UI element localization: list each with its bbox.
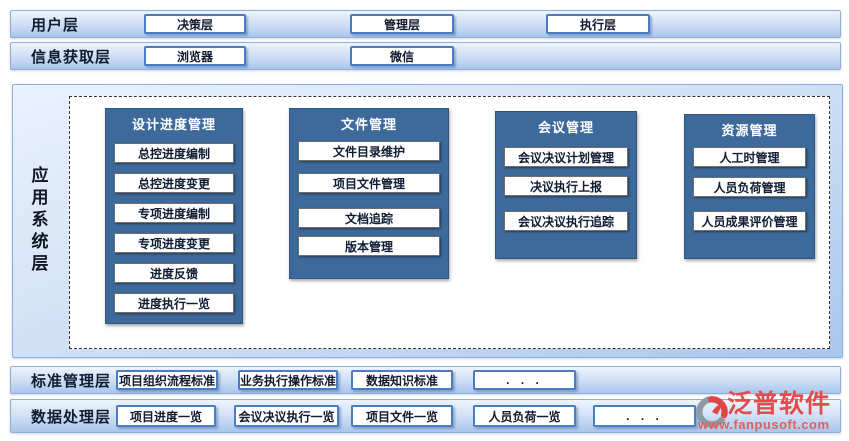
module-item[interactable]: 会议决议执行追踪	[504, 211, 628, 231]
column-title: 文件管理	[340, 117, 397, 132]
standard-button-project-process[interactable]: 项目组织流程标准	[116, 370, 218, 390]
module-column-meeting-management: 会议管理 会议决议计划管理 决议执行上报 会议决议执行追踪	[495, 111, 637, 259]
module-item[interactable]: 文档追踪	[298, 208, 440, 228]
module-item[interactable]: 进度反馈	[114, 263, 234, 283]
user-layer-label: 用户层	[31, 16, 80, 34]
info-layer-button-wechat[interactable]: 微信	[350, 46, 454, 66]
user-layer-button-execution[interactable]: 执行层	[546, 14, 650, 34]
module-item[interactable]: 会议决议计划管理	[504, 147, 628, 167]
module-item[interactable]: 专项进度编制	[114, 203, 234, 223]
fanpusoft-logo-icon	[696, 396, 728, 428]
info-layer-label: 信息获取层	[31, 48, 112, 66]
column-title: 资源管理	[721, 123, 778, 138]
column-title: 会议管理	[537, 120, 594, 135]
module-item[interactable]: 人员负荷管理	[693, 177, 806, 197]
data-button-project-progress[interactable]: 项目进度一览	[116, 405, 216, 427]
module-item[interactable]: 文件目录维护	[298, 141, 440, 161]
standard-button-more[interactable]: . . .	[473, 370, 576, 390]
module-item[interactable]: 项目文件管理	[298, 173, 440, 193]
standard-button-data-knowledge[interactable]: 数据知识标准	[351, 370, 453, 390]
module-item[interactable]: 人员成果评价管理	[693, 211, 806, 231]
module-column-design-progress: 设计进度管理 总控进度编制 总控进度变更 专项进度编制 专项进度变更 进度反馈 …	[105, 108, 243, 324]
user-layer-button-management[interactable]: 管理层	[350, 14, 454, 34]
standard-management-layer-bar: 标准管理层 项目组织流程标准 业务执行操作标准 数据知识标准 . . .	[10, 366, 841, 394]
data-button-meeting-resolution[interactable]: 会议决议执行一览	[234, 405, 339, 427]
module-item[interactable]: 决议执行上报	[504, 176, 628, 196]
module-item[interactable]: 人工时管理	[693, 147, 806, 167]
module-item[interactable]: 版本管理	[298, 236, 440, 256]
data-layer-label: 数据处理层	[31, 408, 112, 426]
user-layer-bar: 用户层 决策层 管理层 执行层	[10, 10, 841, 38]
fanpusoft-logo-text: 泛普软件	[727, 390, 832, 418]
module-column-file-management: 文件管理 文件目录维护 项目文件管理 文档追踪 版本管理	[289, 108, 449, 279]
info-layer-button-browser[interactable]: 浏览器	[144, 46, 246, 66]
module-item[interactable]: 总控进度编制	[114, 143, 234, 163]
data-button-more[interactable]: . . .	[593, 405, 696, 427]
module-item[interactable]: 进度执行一览	[114, 293, 234, 313]
module-column-resource-management: 资源管理 人工时管理 人员负荷管理 人员成果评价管理	[684, 114, 815, 259]
module-item[interactable]: 专项进度变更	[114, 233, 234, 253]
module-item[interactable]: 总控进度变更	[114, 173, 234, 193]
data-button-project-files[interactable]: 项目文件一览	[351, 405, 453, 427]
application-system-layer-panel: 应用系统层 设计进度管理 总控进度编制 总控进度变更 专项进度编制 专项进度变更…	[12, 84, 843, 358]
standard-layer-label: 标准管理层	[31, 372, 112, 390]
info-acquisition-layer-bar: 信息获取层 浏览器 微信	[10, 42, 841, 70]
application-modules-area: 设计进度管理 总控进度编制 总控进度变更 专项进度编制 专项进度变更 进度反馈 …	[69, 96, 830, 349]
fanpusoft-logo-url: www.fanpusoft.com	[698, 417, 830, 432]
standard-button-business-operation[interactable]: 业务执行操作标准	[238, 370, 338, 390]
data-button-personnel-load[interactable]: 人员负荷一览	[473, 405, 576, 427]
application-system-layer-label: 应用系统层	[28, 166, 48, 276]
user-layer-button-decision[interactable]: 决策层	[144, 14, 246, 34]
fanpusoft-watermark: 泛普软件 www.fanpusoft.com	[694, 391, 846, 435]
column-title: 设计进度管理	[131, 117, 216, 132]
